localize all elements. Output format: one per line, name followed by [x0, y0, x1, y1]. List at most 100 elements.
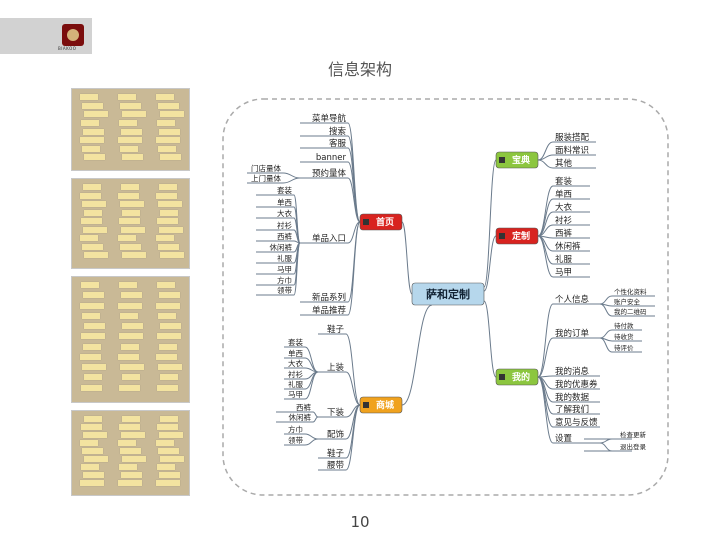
sticky-note — [160, 209, 178, 216]
tops-sub-item: 大衣 — [288, 358, 303, 368]
single-sub-item: 单西 — [277, 197, 292, 207]
tops-sub-item: 衬衫 — [288, 369, 303, 379]
sticky-notes-photo-2 — [71, 178, 190, 269]
mall-item: 上装 — [327, 362, 345, 373]
custom-item: 大衣 — [555, 202, 573, 213]
profile-sub-item: 个性化资料 — [614, 287, 647, 296]
sticky-note — [119, 119, 137, 126]
sticky-note — [83, 226, 107, 233]
mine-item: 设置 — [555, 433, 573, 444]
settings-sub-item: 检查更新 — [620, 430, 647, 439]
sticky-note — [119, 282, 137, 288]
profile-sub-item: 账户安全 — [614, 297, 641, 306]
home-item: banner — [316, 153, 347, 163]
sticky-note — [84, 323, 105, 330]
custom-item: 套装 — [555, 176, 573, 187]
sticky-note — [84, 456, 108, 462]
sticky-note — [121, 343, 139, 350]
sticky-note — [120, 364, 144, 371]
home-item: 新品系列 — [312, 292, 346, 303]
sticky-note — [160, 252, 184, 259]
single-sub-item: 套装 — [277, 185, 292, 195]
sticky-note — [81, 384, 102, 391]
mall-node: 商城 — [359, 396, 403, 414]
sticky-note — [119, 384, 140, 391]
sticky-note — [156, 440, 174, 446]
guide-item: 面料常识 — [555, 145, 589, 156]
svg-text:宝典: 宝典 — [512, 154, 530, 166]
sticky-note — [119, 333, 143, 340]
sticky-note — [157, 384, 178, 391]
single-sub-item: 衬衫 — [277, 220, 292, 230]
sticky-note — [120, 102, 141, 109]
custom-item: 礼服 — [555, 254, 573, 265]
home-item: 菜单导航 — [312, 113, 347, 124]
mall-item: 鞋子 — [327, 324, 345, 335]
sticky-note — [159, 432, 183, 438]
sticky-note — [118, 192, 139, 199]
sticky-note — [82, 448, 103, 454]
svg-text:我的: 我的 — [512, 371, 530, 383]
mine-item: 意见与反馈 — [555, 417, 598, 428]
single-sub-item: 方巾 — [277, 275, 292, 285]
sticky-note — [80, 137, 104, 144]
order-sub-item: 待收货 — [614, 332, 634, 341]
sticky-note — [160, 416, 178, 422]
mine-node: 我的 — [495, 368, 539, 386]
sticky-notes-photo-3 — [71, 276, 190, 403]
logo-text: BIAKOO — [58, 46, 77, 51]
sticky-note — [160, 374, 178, 381]
tops-sub-item: 套装 — [288, 337, 303, 347]
mine-item: 我的数据 — [555, 392, 590, 403]
page-number: 10 — [350, 513, 370, 531]
sticky-note — [159, 343, 177, 350]
sticky-note — [121, 472, 142, 478]
single-sub-item: 马甲 — [277, 265, 292, 274]
sticky-note — [159, 184, 177, 190]
accessories-sub-item: 领带 — [288, 435, 303, 445]
sticky-note — [80, 353, 101, 360]
sticky-note — [81, 424, 102, 430]
profile-sub-item: 我的二维码 — [614, 307, 647, 316]
mine-item: 我的优惠券 — [555, 379, 598, 390]
sticky-note — [159, 128, 180, 135]
sticky-note — [157, 424, 178, 430]
sticky-note — [80, 302, 104, 309]
tops-sub-item: 礼服 — [288, 379, 303, 389]
custom-item: 衬衫 — [555, 215, 573, 226]
sticky-note — [118, 480, 142, 486]
sticky-note — [122, 252, 146, 259]
sticky-note — [156, 94, 174, 100]
mall-item: 腰带 — [327, 461, 345, 471]
sticky-note — [158, 145, 176, 152]
sticky-note — [119, 464, 137, 470]
sticky-note — [121, 184, 139, 190]
svg-text:定制: 定制 — [511, 230, 530, 242]
sticky-note — [121, 128, 142, 135]
sticky-note — [160, 111, 184, 118]
sticky-note — [160, 456, 184, 462]
sticky-note — [80, 94, 98, 100]
home-item: 搜索 — [329, 126, 346, 137]
mine-item: 我的订单 — [555, 328, 590, 339]
sticky-note — [80, 480, 104, 486]
sticky-note — [118, 302, 142, 309]
root-node: 萨和定制 — [411, 282, 485, 306]
sticky-note — [81, 282, 99, 288]
order-sub-item: 待评价 — [614, 343, 634, 352]
sticky-note — [119, 424, 140, 430]
sticky-note — [156, 192, 177, 199]
sticky-note — [83, 128, 104, 135]
brand-logo-icon — [62, 24, 84, 46]
sticky-notes-photo-4 — [71, 410, 190, 496]
guide-item: 服装搭配 — [555, 132, 590, 143]
sticky-note — [157, 464, 175, 470]
sticky-note — [118, 353, 139, 360]
sticky-note — [83, 184, 101, 190]
sticky-note — [118, 235, 136, 242]
sticky-note — [156, 137, 180, 144]
sticky-note — [157, 333, 181, 340]
accessories-sub-item: 方巾 — [288, 424, 303, 434]
sticky-note — [83, 432, 107, 438]
sticky-note — [159, 472, 180, 478]
